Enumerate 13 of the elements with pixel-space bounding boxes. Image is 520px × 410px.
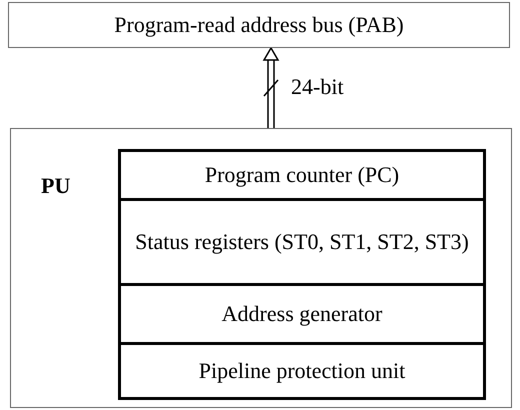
register-box — [118, 198, 486, 286]
box-label: Pipeline protection unit — [198, 357, 406, 385]
box-label: Program counter (PC) — [204, 161, 400, 189]
bus-box — [8, 2, 510, 48]
unit-label: PU — [41, 172, 70, 200]
register-box — [118, 283, 486, 345]
register-box — [118, 342, 486, 400]
register-box — [118, 149, 486, 201]
box-label: Status registers (ST0, ST1, ST2, ST3) — [135, 228, 469, 256]
bus-arrow — [263, 46, 279, 129]
unit-box — [10, 128, 512, 408]
box-label: Program-read address bus (PAB) — [114, 11, 404, 39]
box-label: Address generator — [222, 300, 382, 328]
